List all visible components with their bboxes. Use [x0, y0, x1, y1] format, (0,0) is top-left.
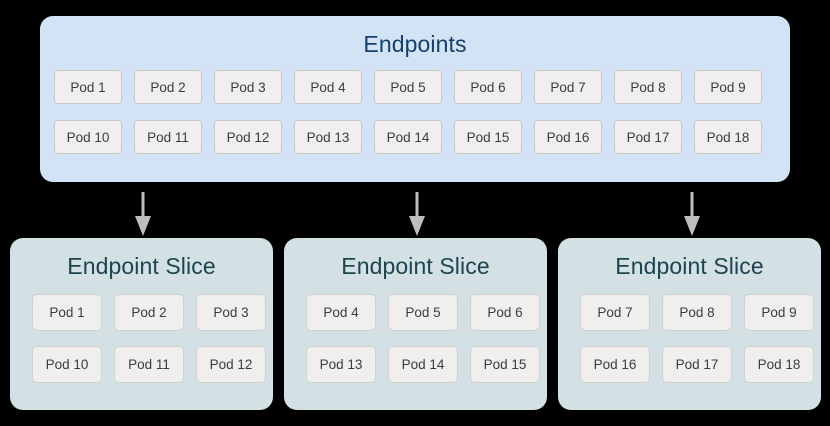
pod-chip[interactable]: Pod 18 [744, 346, 814, 383]
endpoints-box: Endpoints Pod 1 Pod 2 Pod 3 Pod 4 Pod 5 … [40, 16, 790, 182]
pod-chip[interactable]: Pod 4 [306, 294, 376, 331]
pod-chip[interactable]: Pod 7 [580, 294, 650, 331]
pod-chip[interactable]: Pod 14 [374, 120, 442, 154]
arrow-down-icon [134, 192, 152, 236]
pod-chip[interactable]: Pod 12 [196, 346, 266, 383]
pod-chip[interactable]: Pod 9 [744, 294, 814, 331]
pod-chip[interactable]: Pod 13 [306, 346, 376, 383]
arrow-shaft [690, 192, 694, 218]
endpoints-title: Endpoints [363, 31, 467, 57]
arrow-head [684, 216, 700, 236]
arrow-down-icon [683, 192, 701, 236]
endpoints-pod-grid: Pod 1 Pod 2 Pod 3 Pod 4 Pod 5 Pod 6 Pod … [54, 70, 776, 154]
pod-chip[interactable]: Pod 16 [580, 346, 650, 383]
slice-pod-row-2: Pod 10 Pod 11 Pod 12 [32, 346, 266, 383]
pod-chip[interactable]: Pod 16 [534, 120, 602, 154]
pod-chip[interactable]: Pod 8 [614, 70, 682, 104]
pod-chip[interactable]: Pod 18 [694, 120, 762, 154]
pod-chip[interactable]: Pod 13 [294, 120, 362, 154]
pod-chip[interactable]: Pod 5 [374, 70, 442, 104]
pod-chip[interactable]: Pod 10 [54, 120, 122, 154]
slice-pod-row-2: Pod 16 Pod 17 Pod 18 [580, 346, 814, 383]
arrow-down-icon [408, 192, 426, 236]
pod-chip[interactable]: Pod 15 [470, 346, 540, 383]
endpoint-slice-pod-grid: Pod 7 Pod 8 Pod 9 Pod 16 Pod 17 Pod 18 [580, 294, 814, 383]
endpoints-pod-row-2: Pod 10 Pod 11 Pod 12 Pod 13 Pod 14 Pod 1… [54, 120, 776, 154]
pod-chip[interactable]: Pod 3 [196, 294, 266, 331]
pod-chip[interactable]: Pod 8 [662, 294, 732, 331]
pod-chip[interactable]: Pod 17 [614, 120, 682, 154]
pod-chip[interactable]: Pod 3 [214, 70, 282, 104]
pod-chip[interactable]: Pod 15 [454, 120, 522, 154]
endpoint-slice-title: Endpoint Slice [67, 253, 216, 279]
slice-pod-row-1: Pod 1 Pod 2 Pod 3 [32, 294, 266, 331]
pod-chip[interactable]: Pod 4 [294, 70, 362, 104]
endpoint-slice-box-2: Endpoint Slice Pod 4 Pod 5 Pod 6 Pod 13 … [284, 238, 547, 410]
pod-chip[interactable]: Pod 6 [470, 294, 540, 331]
pod-chip[interactable]: Pod 10 [32, 346, 102, 383]
slice-pod-row-1: Pod 4 Pod 5 Pod 6 [306, 294, 540, 331]
arrow-shaft [141, 192, 145, 218]
pod-chip[interactable]: Pod 7 [534, 70, 602, 104]
arrow-shaft [415, 192, 419, 218]
arrow-head [135, 216, 151, 236]
pod-chip[interactable]: Pod 17 [662, 346, 732, 383]
pod-chip[interactable]: Pod 11 [134, 120, 202, 154]
endpoint-slice-title: Endpoint Slice [341, 253, 490, 279]
pod-chip[interactable]: Pod 2 [134, 70, 202, 104]
pod-chip[interactable]: Pod 9 [694, 70, 762, 104]
pod-chip[interactable]: Pod 14 [388, 346, 458, 383]
endpoint-slice-pod-grid: Pod 1 Pod 2 Pod 3 Pod 10 Pod 11 Pod 12 [32, 294, 266, 383]
pod-chip[interactable]: Pod 5 [388, 294, 458, 331]
pod-chip[interactable]: Pod 1 [54, 70, 122, 104]
endpoint-slice-box-1: Endpoint Slice Pod 1 Pod 2 Pod 3 Pod 10 … [10, 238, 273, 410]
arrow-head [409, 216, 425, 236]
slice-pod-row-2: Pod 13 Pod 14 Pod 15 [306, 346, 540, 383]
endpoint-slice-box-3: Endpoint Slice Pod 7 Pod 8 Pod 9 Pod 16 … [558, 238, 821, 410]
pod-chip[interactable]: Pod 1 [32, 294, 102, 331]
endpoint-slice-pod-grid: Pod 4 Pod 5 Pod 6 Pod 13 Pod 14 Pod 15 [306, 294, 540, 383]
pod-chip[interactable]: Pod 12 [214, 120, 282, 154]
endpoints-pod-row-1: Pod 1 Pod 2 Pod 3 Pod 4 Pod 5 Pod 6 Pod … [54, 70, 776, 104]
pod-chip[interactable]: Pod 6 [454, 70, 522, 104]
pod-chip[interactable]: Pod 11 [114, 346, 184, 383]
slice-pod-row-1: Pod 7 Pod 8 Pod 9 [580, 294, 814, 331]
endpoint-slice-title: Endpoint Slice [615, 253, 764, 279]
pod-chip[interactable]: Pod 2 [114, 294, 184, 331]
